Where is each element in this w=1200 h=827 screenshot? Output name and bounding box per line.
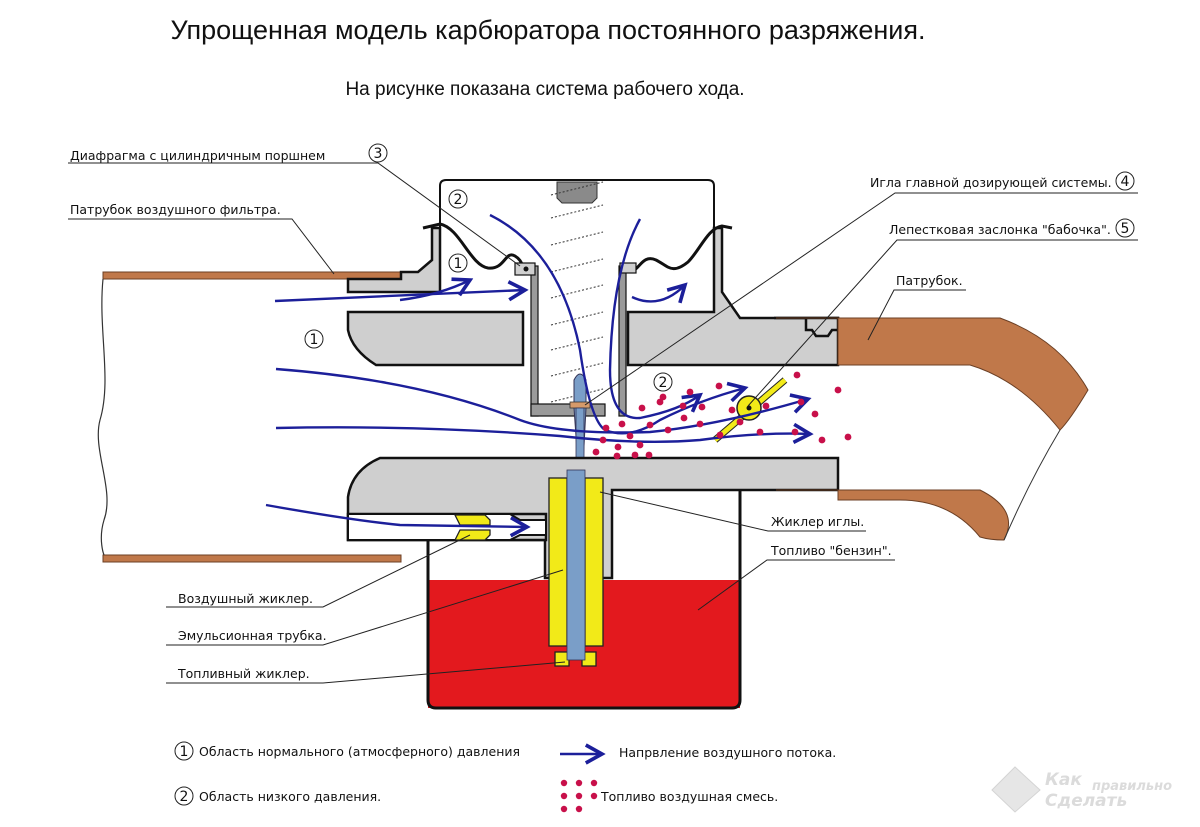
legend-mixture-dot xyxy=(560,779,568,787)
leader-lines xyxy=(68,162,1138,684)
mixture-dot xyxy=(664,426,672,434)
label-fuel: Топливо "бензин". xyxy=(770,543,892,558)
mixture-dot xyxy=(818,436,826,444)
mixture-dot xyxy=(592,448,600,456)
legend-mixture-text: Топливо воздушная смесь. xyxy=(600,789,778,804)
air-jet xyxy=(347,513,547,541)
legend-mixture-dot xyxy=(590,792,598,800)
mixture-dot xyxy=(659,393,667,401)
mixture-dot xyxy=(679,402,687,410)
vacuum-chamber-cap xyxy=(439,179,715,403)
mixture-dot xyxy=(715,382,723,390)
zone-marker-1-chamber: 1 xyxy=(454,256,463,272)
mixture-dot xyxy=(811,410,819,418)
legend-mixture-dot xyxy=(590,779,598,787)
legend-mixture-dot xyxy=(560,805,568,813)
carburetor-upper-body xyxy=(346,226,840,367)
mixture-dot xyxy=(797,398,805,406)
mixture-dot xyxy=(728,406,736,414)
watermark-line1: Как xyxy=(1045,770,1082,790)
mixture-dot xyxy=(618,420,626,428)
label-butterfly: Лепестковая заслонка "бабочка". xyxy=(889,222,1111,237)
label-fuel-jet: Топливный жиклер. xyxy=(177,666,310,681)
label-butterfly-num: 5 xyxy=(1121,221,1130,237)
mixture-dot xyxy=(686,388,694,396)
diaphragm-right xyxy=(629,224,733,274)
legend-mixture-dot xyxy=(575,779,583,787)
zone-marker-2-venturi: 2 xyxy=(659,375,668,391)
legend-mixture-dot xyxy=(575,792,583,800)
legend-mixture-dot xyxy=(575,805,583,813)
mixture-dot xyxy=(613,452,621,460)
mixture-dot xyxy=(791,428,799,436)
mixture-dot xyxy=(736,418,744,426)
label-main-needle-num: 4 xyxy=(1121,174,1130,190)
mixture-dot xyxy=(698,403,706,411)
piston-spring xyxy=(550,181,604,403)
mixture-dot xyxy=(602,424,610,432)
emulsion-tube xyxy=(548,469,604,667)
mixture-dot xyxy=(631,451,639,459)
label-pipe: Патрубок. xyxy=(896,273,963,288)
label-emulsion-tube: Эмульсионная трубка. xyxy=(178,628,327,643)
mixture-dot xyxy=(626,432,634,440)
mixture-dot xyxy=(762,402,770,410)
mixture-dot xyxy=(696,420,704,428)
legend-airflow-text: Напрвление воздушного потока. xyxy=(619,745,836,760)
diagram-title: Упрощенная модель карбюратора постоянног… xyxy=(171,15,926,45)
mixture-dot xyxy=(636,441,644,449)
mixture-dot xyxy=(646,421,654,429)
fuel-air-mixture xyxy=(592,371,852,460)
mixture-dot xyxy=(638,404,646,412)
diagram-subtitle: На рисунке показана система рабочего ход… xyxy=(345,79,744,100)
legend-mixture-dot xyxy=(560,792,568,800)
label-diaphragm: Диафрагма с цилиндричным поршнем xyxy=(70,148,325,163)
mixture-dot xyxy=(680,414,688,422)
label-main-needle: Игла главной дозирующей системы. xyxy=(870,175,1112,190)
mixture-dot xyxy=(614,443,622,451)
outlet-pipe xyxy=(776,317,1089,541)
label-air-filter-pipe: Патрубок воздушного фильтра. xyxy=(70,202,281,217)
legend: 1 Область нормального (атмосферного) дав… xyxy=(174,741,836,813)
house-icon xyxy=(991,766,1041,813)
airflow-lines xyxy=(265,213,810,527)
mixture-dot xyxy=(844,433,852,441)
legend-zone2-text: Область низкого давления. xyxy=(199,789,381,804)
mixture-dot xyxy=(645,451,653,459)
legend-zone1-text: Область нормального (атмосферного) давле… xyxy=(199,744,520,759)
legend-mixture-icon xyxy=(560,779,598,813)
zone-markers: 1 1 2 2 xyxy=(304,189,673,392)
watermark-line2: правильно xyxy=(1092,779,1172,794)
mixture-dot xyxy=(756,428,764,436)
legend-zone1-num: 1 xyxy=(180,744,189,760)
watermark: Как правильно Сделать xyxy=(991,766,1172,813)
mixture-dot xyxy=(716,431,724,439)
label-air-jet: Воздушный жиклер. xyxy=(178,591,313,606)
legend-zone2-num: 2 xyxy=(180,789,189,805)
zone-marker-2-chamber: 2 xyxy=(454,192,463,208)
zone-marker-1: 1 xyxy=(310,332,319,348)
watermark-line3: Сделать xyxy=(1045,791,1127,811)
mixture-dot xyxy=(599,436,607,444)
mixture-dot xyxy=(793,371,801,379)
label-diaphragm-num: 3 xyxy=(374,146,383,162)
label-needle-jet: Жиклер иглы. xyxy=(771,514,864,529)
mixture-dot xyxy=(656,398,664,406)
butterfly-valve xyxy=(712,377,788,443)
mixture-dot xyxy=(834,386,842,394)
